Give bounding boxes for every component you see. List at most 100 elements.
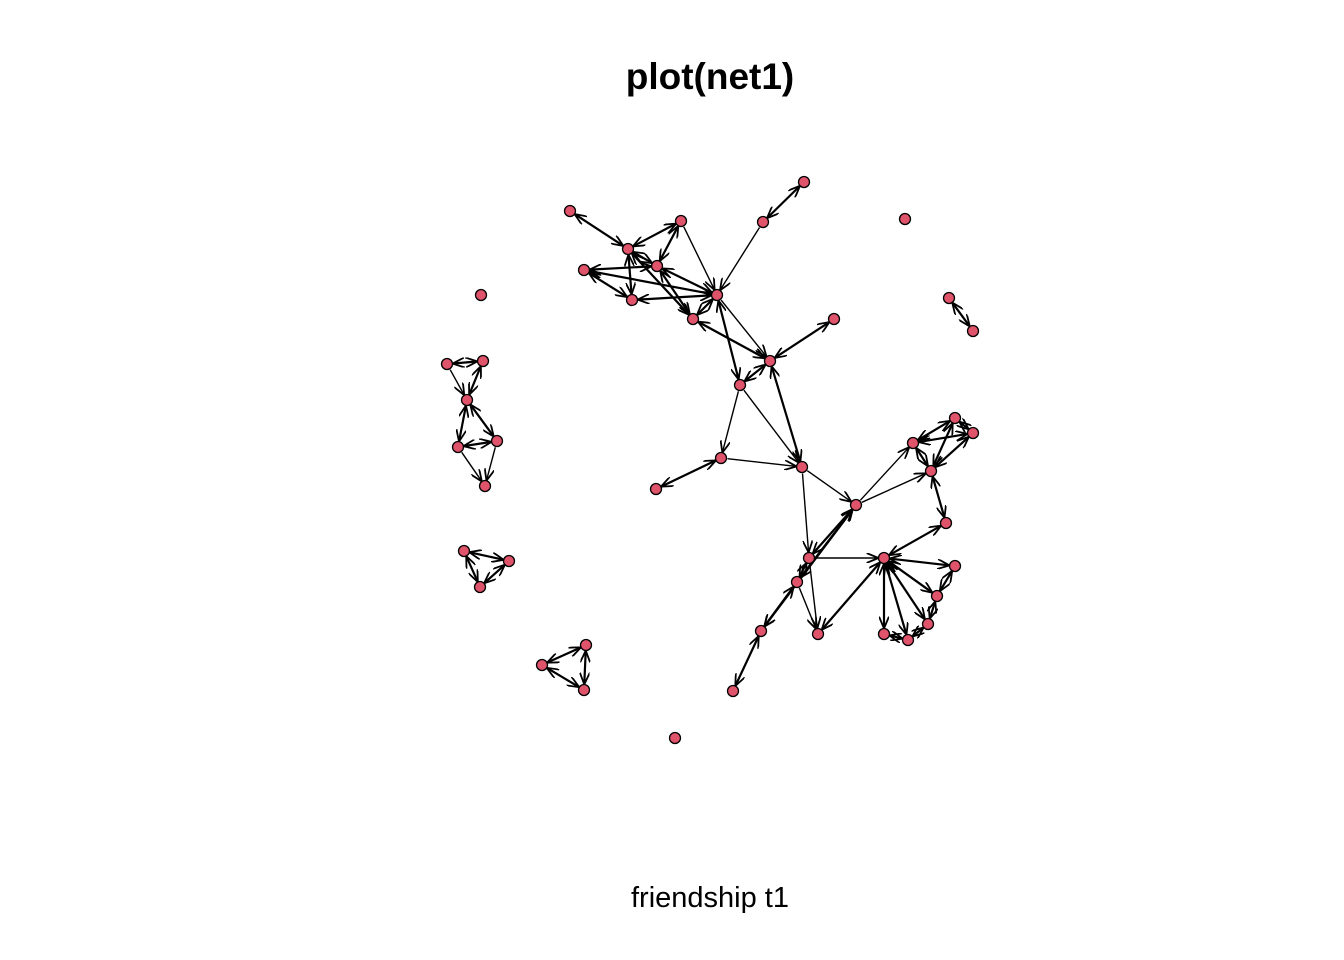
node-n6 <box>710 288 724 302</box>
node-n40 <box>942 291 956 305</box>
node-n14 <box>795 460 809 474</box>
node-n8 <box>625 293 639 307</box>
edge-n21-n19 <box>934 424 953 465</box>
edge-n53-n55 <box>548 668 579 686</box>
node-n29 <box>811 627 825 641</box>
edge-n28-n27 <box>890 636 901 639</box>
node-n18 <box>906 436 920 450</box>
edge-n54-n55 <box>584 652 585 684</box>
node-n51 <box>502 554 516 568</box>
node-n2 <box>621 242 635 256</box>
node-n17 <box>849 498 863 512</box>
edge-n40-n41 <box>953 303 969 325</box>
edge-n13-n12 <box>745 365 765 381</box>
edge-n47-n49 <box>461 451 482 480</box>
edge-n6-n13 <box>719 301 739 378</box>
node-n26 <box>921 617 935 631</box>
node-n56 <box>668 731 682 745</box>
node-n16 <box>802 551 816 565</box>
edge-n21-n22 <box>960 422 968 429</box>
node-n9 <box>756 215 770 229</box>
edge-n2-n8 <box>629 256 632 294</box>
edge-n26-n25 <box>930 602 935 618</box>
node-n44 <box>440 357 454 371</box>
edge-n19-n23 <box>933 477 944 517</box>
edge-n48-n49 <box>487 447 496 479</box>
plot-title: plot(net1) <box>625 56 795 97</box>
node-n22 <box>966 426 980 440</box>
edge-n34-n15 <box>662 461 715 486</box>
node-n3 <box>674 214 688 228</box>
edge-n32-n33 <box>736 637 759 685</box>
node-n20 <box>877 551 891 565</box>
node-n32 <box>754 624 768 638</box>
edge-n12-n14 <box>772 367 800 461</box>
node-n33 <box>726 684 740 698</box>
node-n12 <box>763 354 777 368</box>
node-n54 <box>579 638 593 652</box>
node-n53 <box>535 658 549 672</box>
edge-n53-n54 <box>548 648 580 663</box>
edge-n24-n20 <box>891 559 949 566</box>
node-n41 <box>966 324 980 338</box>
edge-n17-n19 <box>861 474 925 503</box>
edge-n12-n35 <box>775 323 828 358</box>
edge-n17-n32 <box>765 510 852 626</box>
node-n5 <box>577 263 591 277</box>
edge-n18-n19 <box>917 449 928 466</box>
node-n15 <box>714 451 728 465</box>
node-n55 <box>577 683 591 697</box>
plot-caption: friendship t1 <box>631 882 789 914</box>
edge-n27-n20 <box>886 564 906 634</box>
edge-n7-n6 <box>698 300 713 315</box>
edge-n25-n24 <box>940 572 951 591</box>
node-n24 <box>948 559 962 573</box>
node-n25 <box>930 589 944 603</box>
edge-n23-n20 <box>890 526 941 555</box>
edge-n15-n14 <box>727 458 796 467</box>
edge-n44-n45 <box>454 362 477 364</box>
edge-n5-n4 <box>591 266 651 269</box>
node-n19 <box>924 464 938 478</box>
node-n21 <box>948 411 962 425</box>
edge-n1-n2 <box>575 215 622 246</box>
edge-n52-n51 <box>485 565 504 582</box>
edge-n50-n52 <box>467 557 478 581</box>
node-n1 <box>563 204 577 218</box>
edge-n20-n29 <box>822 563 879 629</box>
node-n52 <box>473 580 487 594</box>
edge-n7-n12 <box>699 322 765 358</box>
edge-n50-n51 <box>470 552 502 559</box>
edge-n47-n48 <box>464 442 490 446</box>
edge-n27-n26 <box>913 628 923 636</box>
edge-n46-n48 <box>471 405 493 436</box>
node-n27 <box>901 633 915 647</box>
edge-n4-n7 <box>661 271 690 313</box>
node-n48 <box>490 434 504 448</box>
edge-n5-n8 <box>590 273 627 296</box>
edge-n6-n12 <box>720 299 766 356</box>
node-n7 <box>686 312 700 326</box>
edge-n45-n46 <box>470 367 481 394</box>
edge-n2-n7 <box>632 254 688 314</box>
node-n49 <box>478 479 492 493</box>
node-n61 <box>898 212 912 226</box>
node-n28 <box>877 627 891 641</box>
edges <box>449 187 969 687</box>
node-n45 <box>476 354 490 368</box>
nodes <box>440 175 980 745</box>
edge-n14-n16 <box>801 473 809 552</box>
edge-n14-n17 <box>806 470 850 502</box>
edge-n13-n15 <box>723 391 740 451</box>
node-n50 <box>457 544 471 558</box>
edge-n46-n47 <box>459 406 466 440</box>
edge-n9-n6 <box>721 227 761 290</box>
node-n31 <box>790 575 804 589</box>
node-n10 <box>797 175 811 189</box>
node-n57 <box>474 288 488 302</box>
node-n47 <box>451 440 465 454</box>
node-n34 <box>649 482 663 496</box>
node-n46 <box>460 393 474 407</box>
edge-n3-n6 <box>683 226 714 289</box>
